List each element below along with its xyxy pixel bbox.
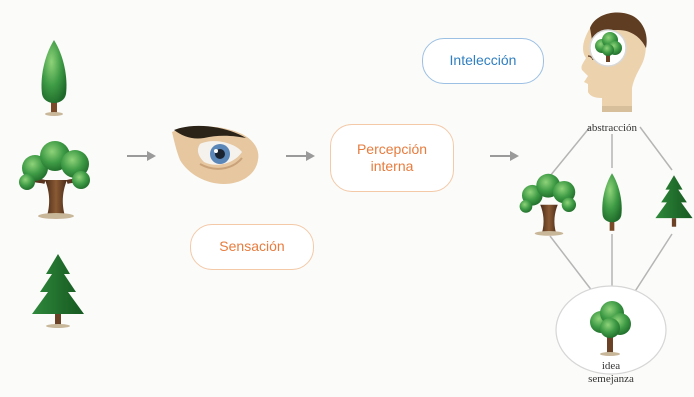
abstraccion-label: abstracción — [572, 122, 652, 135]
pine-tree-icon — [654, 170, 694, 232]
cypress-tree-icon — [598, 170, 626, 234]
semejanza-text: semejanza — [571, 373, 651, 386]
idea-text: idea — [571, 360, 651, 373]
oak-tree-icon — [518, 172, 580, 236]
idea-tree-icon — [588, 300, 632, 356]
idea-semejanza-label: idea semejanza — [571, 360, 651, 386]
